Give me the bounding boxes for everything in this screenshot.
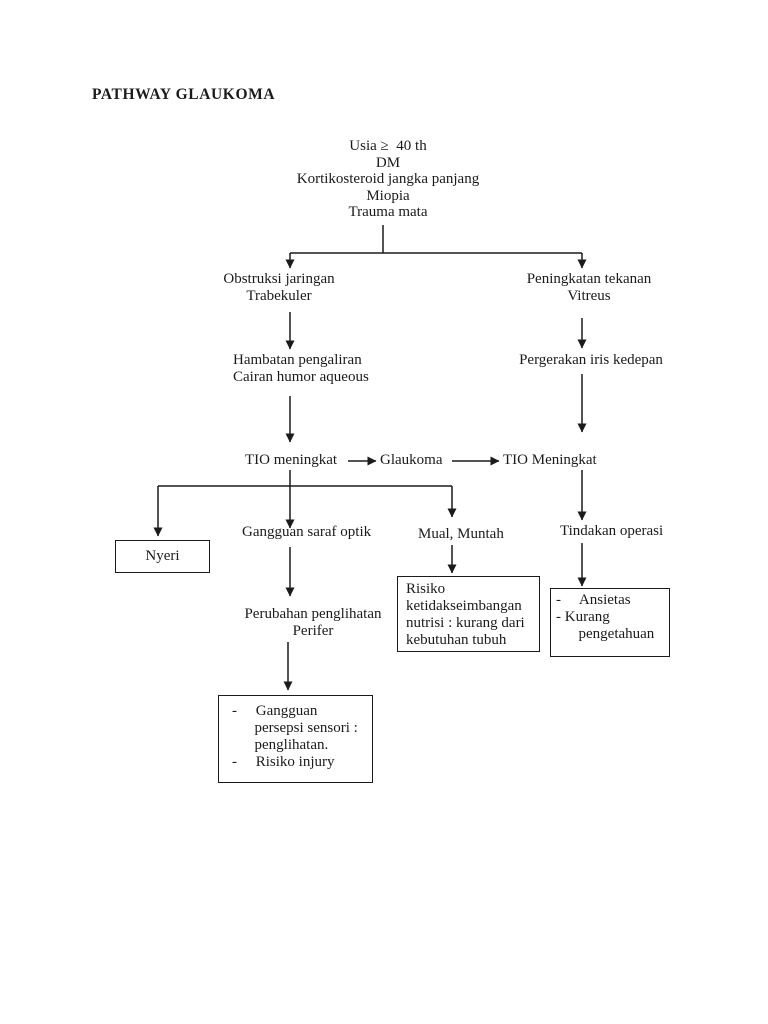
node-risk-factors: Usia ≥ 40 th DM Kortikosteroid jangka pa… bbox=[296, 138, 480, 220]
node-tio-meningkat-right: TIO Meningkat bbox=[503, 452, 597, 468]
node-pergerakan-iris: Pergerakan iris kedepan bbox=[519, 352, 663, 368]
node-gangguan-saraf-optik: Gangguan saraf optik bbox=[242, 524, 372, 540]
node-mual-muntah: Mual, Muntah bbox=[418, 526, 504, 542]
node-glaukoma: Glaukoma bbox=[380, 452, 443, 468]
box-nyeri: Nyeri bbox=[115, 540, 210, 573]
page-title: PATHWAY GLAUKOMA bbox=[92, 86, 276, 103]
box-ansietas-kurang-pengetahuan: - Ansietas - Kurang pengetahuan bbox=[550, 588, 670, 657]
node-tio-meningkat-left: TIO meningkat bbox=[245, 452, 338, 468]
node-perubahan-penglihatan: Perubahan penglihatan Perifer bbox=[244, 606, 382, 639]
node-tindakan-operasi: Tindakan operasi bbox=[560, 523, 664, 539]
node-hambatan-pengaliran: Hambatan pengaliran Cairan humor aqueous bbox=[233, 352, 369, 385]
box-gangguan-persepsi-sensori: - Gangguan persepsi sensori : penglihata… bbox=[218, 695, 373, 783]
node-obstruksi-trabekuler: Obstruksi jaringan Trabekuler bbox=[223, 271, 335, 304]
node-peningkatan-vitreus: Peningkatan tekanan Vitreus bbox=[526, 271, 652, 304]
box-risiko-nutrisi: Risiko ketidakseimbangan nutrisi : kuran… bbox=[397, 576, 540, 652]
